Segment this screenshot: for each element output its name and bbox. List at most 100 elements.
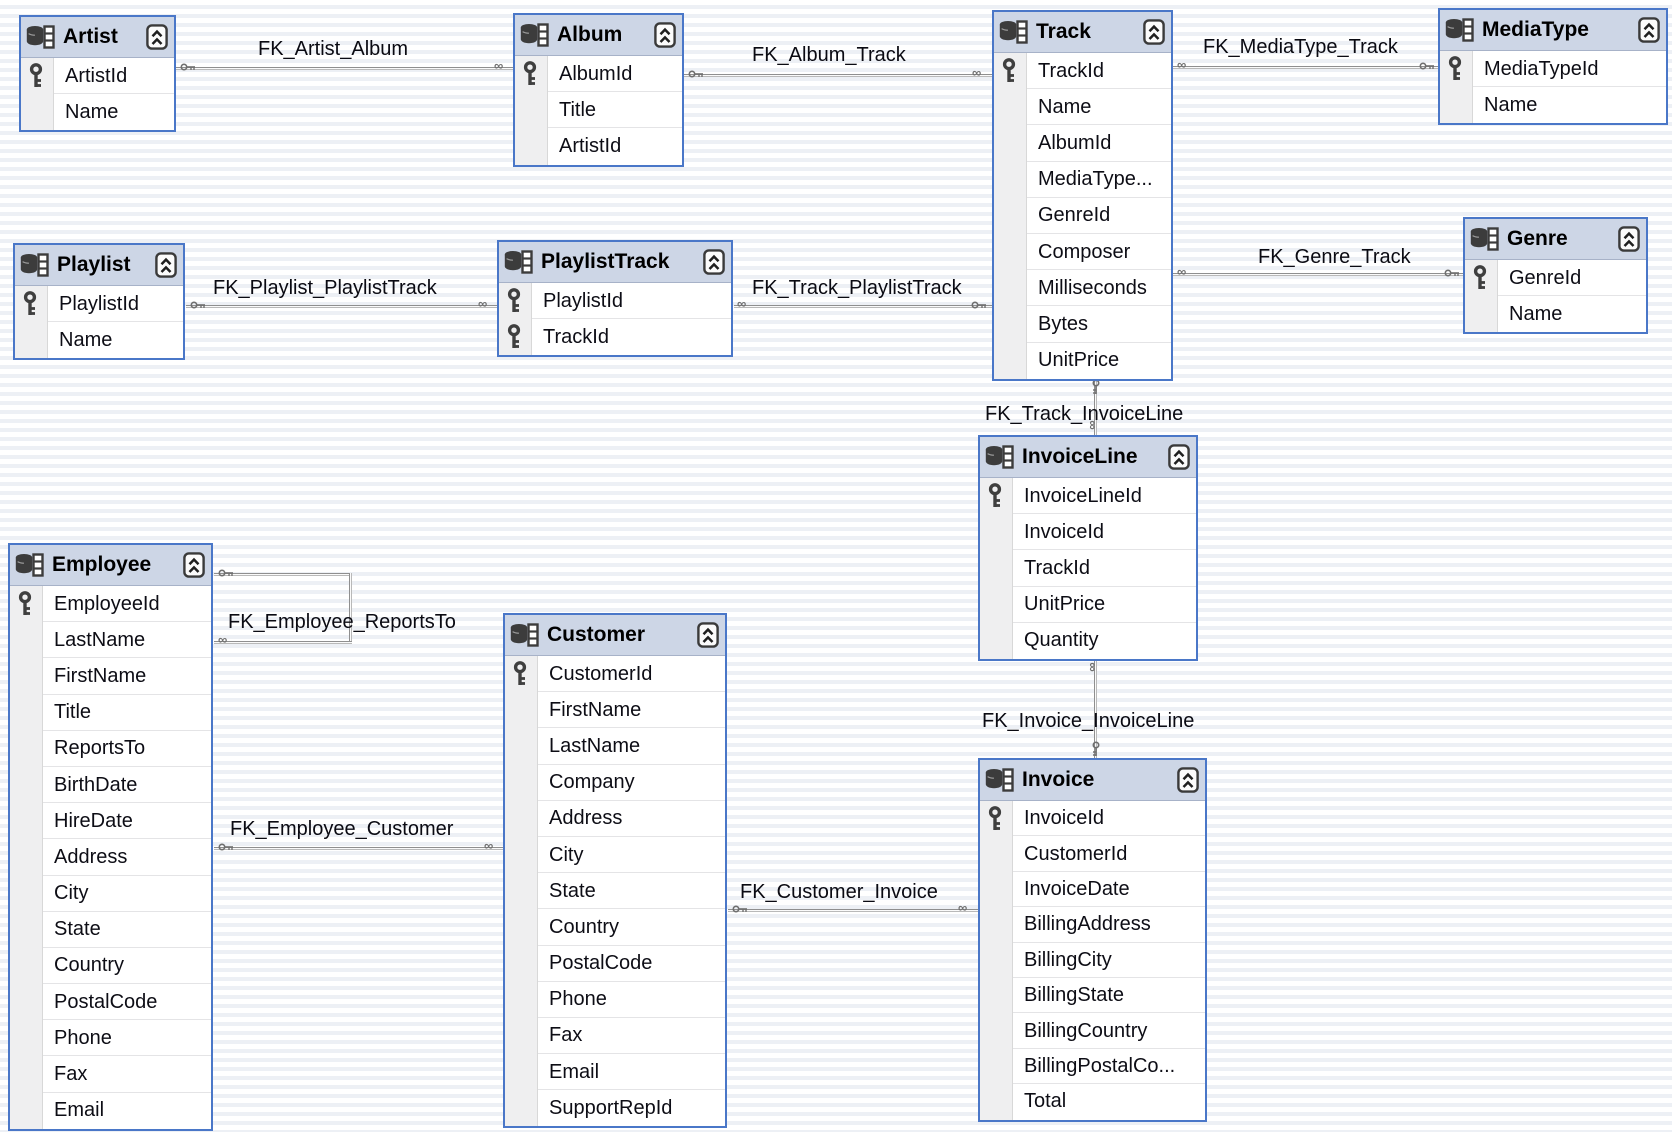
field-row-email[interactable]: Email [10,1093,211,1129]
relationship-line-fk_customer_invoice[interactable] [728,909,978,912]
field-row-email[interactable]: Email [505,1054,725,1091]
field-row-unitprice[interactable]: UnitPrice [980,587,1196,623]
field-row-artistid[interactable]: ArtistId [21,58,174,95]
field-row-title[interactable]: Title [515,92,682,129]
collapse-button[interactable] [697,622,719,648]
field-row-customerid[interactable]: CustomerId [980,836,1205,873]
field-row-name[interactable]: Name [15,322,183,358]
field-row-employeeid[interactable]: EmployeeId [10,586,211,623]
field-row-trackid[interactable]: TrackId [499,319,731,355]
collapse-button[interactable] [654,22,676,48]
collapse-button[interactable] [1168,444,1190,470]
field-row-artistid[interactable]: ArtistId [515,128,682,164]
field-row-postalcode[interactable]: PostalCode [10,984,211,1021]
field-row-mediatype[interactable]: MediaType... [994,162,1171,198]
relationship-line-fk_playlist_playlisttrack[interactable] [186,305,497,308]
field-row-firstname[interactable]: FirstName [505,692,725,729]
field-row-postalcode[interactable]: PostalCode [505,946,725,982]
field-row-supportrepid[interactable]: SupportRepId [505,1090,725,1126]
field-row-customerid[interactable]: CustomerId [505,656,725,693]
field-row-city[interactable]: City [10,876,211,912]
field-row-billingaddress[interactable]: BillingAddress [980,907,1205,943]
field-row-invoiceid[interactable]: InvoiceId [980,514,1196,551]
field-row-lastname[interactable]: LastName [505,728,725,765]
collapse-button[interactable] [703,249,725,275]
field-row-country[interactable]: Country [10,948,211,985]
field-row-playlistid[interactable]: PlaylistId [15,286,183,323]
field-row-name[interactable]: Name [994,89,1171,126]
field-row-city[interactable]: City [505,837,725,874]
field-row-invoiceid[interactable]: InvoiceId [980,801,1205,837]
field-row-invoicelineid[interactable]: InvoiceLineId [980,478,1196,515]
field-row-bytes[interactable]: Bytes [994,306,1171,343]
field-row-billingpostalco[interactable]: BillingPostalCo... [980,1049,1205,1085]
relationship-line-fk_invoice_invoiceline[interactable] [1094,658,1097,758]
field-row-albumid[interactable]: AlbumId [515,56,682,93]
relationship-line-fk_mediatype_track[interactable] [1173,66,1438,69]
collapse-button[interactable] [1638,17,1660,43]
field-row-unitprice[interactable]: UnitPrice [994,343,1171,379]
collapse-button[interactable] [155,252,177,278]
field-row-hiredate[interactable]: HireDate [10,803,211,840]
field-row-billingstate[interactable]: BillingState [980,978,1205,1014]
field-row-mediatypeid[interactable]: MediaTypeId [1440,51,1666,88]
collapse-button[interactable] [1143,19,1165,45]
field-row-milliseconds[interactable]: Milliseconds [994,270,1171,307]
field-row-playlistid[interactable]: PlaylistId [499,283,731,320]
relationship-line-fk_employee_reportsto[interactable] [349,573,352,643]
field-row-phone[interactable]: Phone [10,1020,211,1057]
relationship-line-fk_artist_album[interactable] [176,67,513,70]
relationship-line-fk_employee_reportsto[interactable] [214,641,352,644]
field-row-genreid[interactable]: GenreId [1465,260,1646,297]
relationship-line-fk_employee_reportsto[interactable] [214,573,352,576]
field-row-address[interactable]: Address [505,801,725,838]
field-row-name[interactable]: Name [1465,296,1646,332]
field-row-trackid[interactable]: TrackId [994,53,1171,90]
field-row-fax[interactable]: Fax [505,1018,725,1055]
field-row-invoicedate[interactable]: InvoiceDate [980,872,1205,908]
field-row-name[interactable]: Name [1440,87,1666,123]
field-row-phone[interactable]: Phone [505,982,725,1019]
collapse-button[interactable] [1177,767,1199,793]
field-row-lastname[interactable]: LastName [10,622,211,659]
field-row-fax[interactable]: Fax [10,1056,211,1093]
field-row-address[interactable]: Address [10,839,211,876]
field-row-firstname[interactable]: FirstName [10,658,211,695]
field-row-state[interactable]: State [505,873,725,910]
field-row-genreid[interactable]: GenreId [994,198,1171,235]
relationship-line-fk_album_track[interactable] [684,74,992,77]
relationship-line-fk_employee_customer[interactable] [214,847,503,850]
relationship-line-fk_track_invoiceline[interactable] [1094,379,1097,435]
field-row-total[interactable]: Total [980,1084,1205,1119]
field-row-billingcountry[interactable]: BillingCountry [980,1013,1205,1050]
collapse-button[interactable] [1618,226,1640,252]
field-row-state[interactable]: State [10,912,211,949]
field-row-company[interactable]: Company [505,765,725,801]
field-row-albumid[interactable]: AlbumId [994,125,1171,162]
collapse-button[interactable] [146,24,168,50]
field-row-reportsto[interactable]: ReportsTo [10,731,211,768]
field-row-title[interactable]: Title [10,695,211,731]
field-row-composer[interactable]: Composer [994,234,1171,271]
relationship-line-fk_track_playlisttrack[interactable] [734,305,992,308]
collapse-button[interactable] [183,552,205,578]
field-row-quantity[interactable]: Quantity [980,623,1196,659]
field-row-name[interactable]: Name [21,94,174,130]
field-row-country[interactable]: Country [505,909,725,946]
field-row-billingcity[interactable]: BillingCity [980,943,1205,979]
field-row-birthdate[interactable]: BirthDate [10,767,211,804]
field-row-trackid[interactable]: TrackId [980,550,1196,587]
relationship-line-fk_genre_track[interactable] [1173,273,1463,276]
